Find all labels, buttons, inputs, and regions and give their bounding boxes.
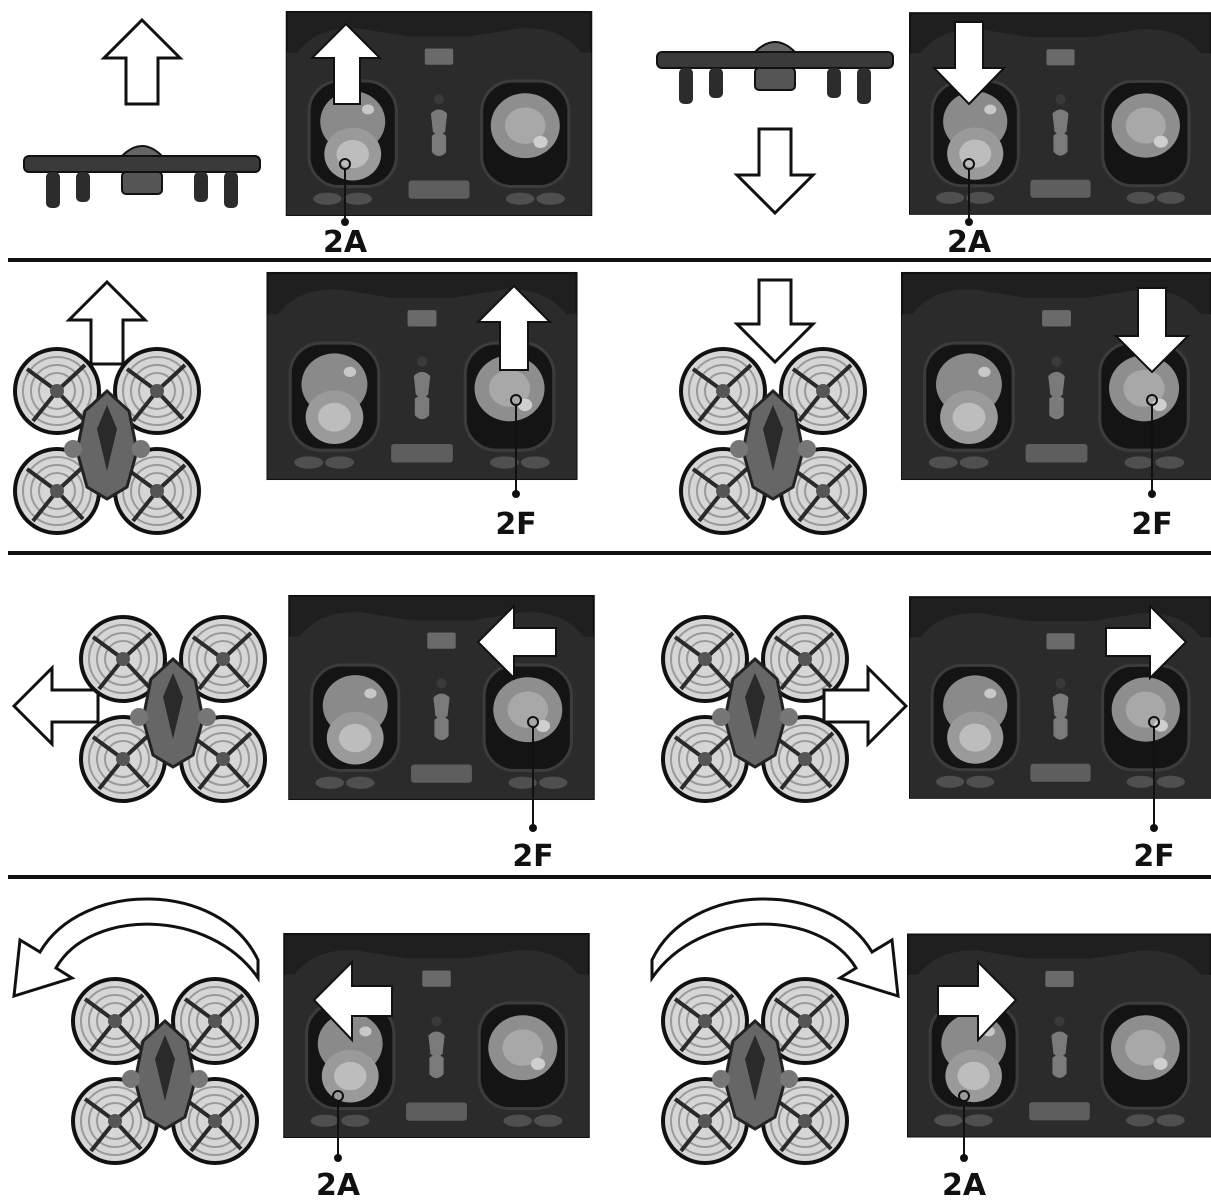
stick-right-arrow-icon — [937, 959, 1018, 1043]
panel-fly-right: 2F — [663, 595, 1211, 874]
panel-fly-backward: 2F — [681, 271, 1211, 542]
drone-top-view-icon — [663, 617, 847, 801]
panel-fly-forward: 2F — [15, 271, 579, 542]
panel-fly-left: 2F — [11, 594, 596, 874]
drone-side-view-icon — [23, 145, 261, 209]
drone-top-view-icon — [15, 349, 199, 533]
callout-2f: 2F — [495, 394, 537, 542]
remote-controller-icon — [906, 932, 1211, 1139]
callout-2a: 2A — [316, 1090, 361, 1202]
drone-top-view-icon — [681, 349, 865, 533]
stick-left-arrow-icon — [312, 959, 393, 1043]
label-2a: 2A — [316, 1168, 361, 1202]
callout-2f: 2F — [1131, 394, 1173, 542]
curved-rotate-arrow-icon — [12, 897, 260, 999]
callout-2f: 2F — [512, 716, 554, 874]
down-arrow-icon — [733, 278, 817, 365]
curved-rotate-arrow-icon — [650, 897, 900, 999]
stick-left-arrow-icon — [476, 603, 557, 681]
label-2f: 2F — [495, 507, 536, 542]
stick-up-arrow-icon — [475, 284, 553, 371]
stick-up-arrow-icon — [309, 22, 383, 105]
remote-controller-icon — [287, 594, 596, 801]
callout-2f: 2F — [1133, 716, 1175, 874]
drone-top-view-icon — [73, 979, 257, 1163]
callout-2a: 2A — [323, 158, 368, 260]
stick-down-arrow-icon — [931, 21, 1007, 106]
stick-right-arrow-icon — [1105, 603, 1188, 681]
left-arrow-icon — [11, 664, 100, 748]
label-2a: 2A — [947, 225, 992, 260]
panel-rotate-left: 2A — [12, 897, 591, 1202]
panel-rotate-right: 2A — [650, 897, 1211, 1202]
stick-down-arrow-icon — [1113, 287, 1191, 374]
down-arrow-icon — [733, 127, 817, 216]
up-arrow-icon — [65, 279, 149, 366]
panel-descend: 2A — [656, 11, 1211, 260]
label-2f: 2F — [1133, 839, 1174, 874]
drone-top-view-icon — [663, 979, 847, 1163]
drone-top-view-icon — [81, 617, 265, 801]
label-2a: 2A — [323, 225, 368, 260]
callout-2a: 2A — [942, 1090, 987, 1202]
callout-2a: 2A — [947, 158, 992, 260]
panel-ascend: 2A — [23, 10, 593, 260]
label-2a: 2A — [942, 1168, 987, 1202]
right-arrow-icon — [822, 664, 909, 748]
remote-controller-icon — [282, 932, 591, 1139]
label-2f: 2F — [512, 839, 553, 874]
label-2f: 2F — [1131, 507, 1172, 542]
drone-side-view-icon — [656, 41, 894, 105]
up-arrow-icon — [100, 17, 184, 106]
